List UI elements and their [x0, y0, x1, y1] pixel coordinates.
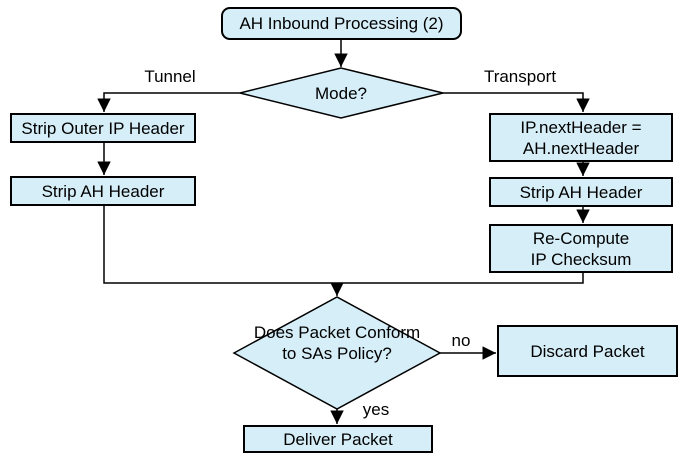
edge-label-tunnel: Tunnel	[120, 66, 220, 87]
node-deliver-label: Deliver Packet	[283, 429, 393, 449]
node-ip-next-header-line2: AH.nextHeader	[522, 138, 640, 158]
no-text: no	[451, 331, 471, 350]
node-strip-ah-header-transport: Strip AH Header	[489, 177, 673, 207]
node-start: AH Inbound Processing (2)	[221, 7, 462, 40]
edge-tunnel-to-merge	[103, 206, 337, 284]
edge-label-no: no	[441, 330, 481, 351]
edge-label-yes: yes	[356, 399, 396, 420]
edge-mode-to-strip-outer	[97, 92, 240, 112]
tunnel-text: Tunnel	[144, 67, 196, 86]
policy-question-line2: Packet Conform	[298, 323, 421, 342]
node-recompute-checksum: Re-Compute IP Checksum	[489, 224, 673, 273]
node-recompute-line2: IP Checksum	[530, 249, 632, 269]
node-strip-outer-ip-header: Strip Outer IP Header	[10, 113, 196, 143]
node-strip-ah-transport-label: Strip AH Header	[519, 182, 643, 202]
node-start-label: AH Inbound Processing (2)	[239, 14, 444, 33]
node-strip-ah-tunnel-label: Strip AH Header	[41, 181, 165, 201]
mode-question-text: Mode?	[315, 84, 367, 103]
yes-text: yes	[362, 400, 390, 419]
policy-question-line1: Does	[253, 323, 294, 342]
edge-mode-to-ip-next	[443, 92, 590, 112]
transport-text: Transport	[483, 67, 557, 86]
node-strip-ah-header-tunnel: Strip AH Header	[10, 176, 196, 206]
edge-label-transport: Transport	[468, 66, 572, 87]
node-mode-decision-label: Mode?	[291, 83, 391, 104]
node-deliver-packet: Deliver Packet	[243, 425, 433, 453]
policy-question-line3: to SAs Policy?	[282, 344, 392, 363]
node-ip-next-header-line1: IP.nextHeader =	[520, 117, 642, 137]
node-strip-outer-label: Strip Outer IP Header	[21, 118, 185, 138]
node-policy-decision-label: Does Packet Conform to SAs Policy?	[247, 322, 427, 364]
node-ip-next-header: IP.nextHeader = AH.nextHeader	[489, 113, 673, 162]
node-recompute-line1: Re-Compute	[532, 228, 630, 248]
node-discard-packet: Discard Packet	[497, 325, 678, 377]
edge-transport-to-merge	[337, 273, 584, 284]
node-discard-label: Discard Packet	[530, 341, 645, 361]
